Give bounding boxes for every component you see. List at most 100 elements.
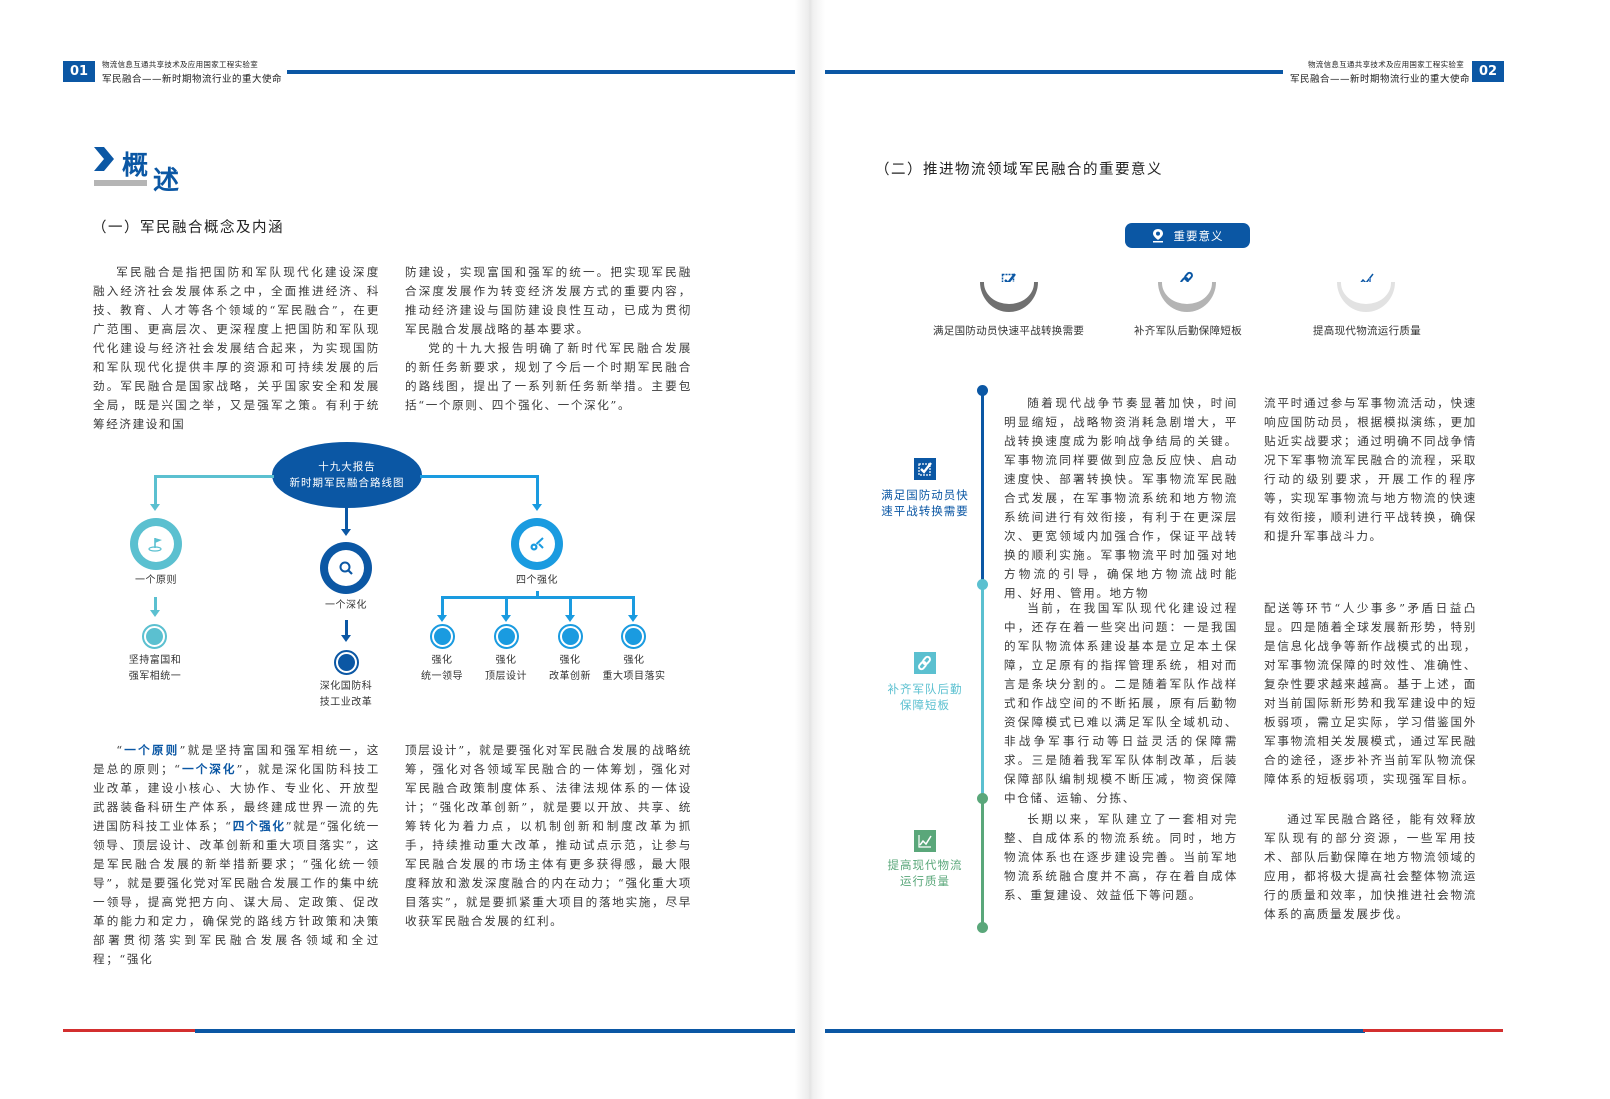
deepen-node	[320, 542, 372, 594]
detail-column-2: 顶层设计”，就是要强化对军民融合发展的战略统筹，强化对各领域军民融合的一体筹划，…	[405, 741, 692, 931]
strengthen-leaf-node	[494, 624, 519, 649]
significance-badge-label: 重要意义	[1173, 228, 1224, 243]
connector	[441, 596, 634, 599]
strengthen-leaf-label: 强化 顶层设计	[485, 655, 527, 682]
timeline-side-label: 提高现代物流 运行质量	[887, 858, 963, 888]
section-title-part2: 述	[153, 166, 180, 196]
header-title: 军民融合——新时期物流行业的重大使命	[102, 74, 283, 85]
strengthen-leaf-node	[621, 624, 646, 649]
strengthen-label: 四个强化	[516, 575, 558, 586]
connector	[536, 475, 539, 505]
page-number: 01	[63, 61, 95, 82]
timeline-text-col2: 通过军民融合路径，能有效释放军队现有的部分资源，一些军用技术、部队后勤保障在地方…	[1264, 812, 1477, 921]
intro-column-1: 军民融合是指把国防和军队现代化建设深度融入经济社会发展体系之中，全面推进经济、科…	[93, 263, 380, 434]
timeline-text-col2: 配送等环节“人少事多”矛盾日益凸显。四是随着全球发展新形势，特别是信息化战争等新…	[1264, 601, 1477, 786]
principle-leaf-node	[142, 624, 167, 649]
connector	[154, 475, 274, 478]
chevron-right-icon	[94, 147, 114, 171]
intro-paragraph: 党的十九大报告明确了新时代军民融合发展的新任务新要求，规划了今后一个时期军民融合…	[405, 341, 692, 412]
detail-paragraph: “一个原则”就是坚持富国和强军相统一，这是总的原则；“一个深化”，就是深化国防科…	[93, 743, 381, 966]
significance-label: 补齐军队后勤保障短板	[1134, 325, 1242, 337]
strengthen-leaf-label: 强化 重大项目落实	[602, 655, 666, 682]
strengthen-leaf-label: 强化 统一领导	[421, 655, 463, 682]
connector	[345, 620, 348, 636]
timeline-side-label: 满足国防动员快 速平战转换需要	[881, 488, 969, 518]
timeline-segment	[981, 390, 984, 584]
strengthen-leaf-node	[558, 624, 583, 649]
header-lab-name: 物流信息互通共享技术及应用国家工程实验室	[102, 60, 258, 69]
strengthen-leaf-node	[430, 624, 455, 649]
page-number: 02	[1472, 61, 1504, 82]
keyword-one-deepen: 一个深化	[181, 762, 237, 776]
significance-label: 提高现代物流运行质量	[1313, 325, 1421, 337]
principle-node	[130, 518, 182, 570]
arrow-down-icon	[150, 610, 160, 617]
section-title-part1: 概	[122, 151, 149, 181]
timeline-dot	[977, 922, 988, 933]
principle-label: 一个原则	[135, 575, 177, 586]
timeline-segment	[981, 798, 984, 928]
subsection-title: （一）军民融合概念及内涵	[92, 220, 284, 236]
strengthen-node	[511, 518, 563, 570]
timeline-dot	[977, 579, 988, 590]
search-icon	[339, 561, 353, 575]
arrow-down-icon	[565, 615, 575, 622]
root-node: 十九大报告 新时期军民融合路线图	[272, 442, 422, 508]
timeline-side-label: 补齐军队后勤 保障短板	[887, 682, 963, 712]
flag-icon	[148, 538, 162, 552]
subsection-title: （二）推进物流领域军民融合的重要意义	[875, 162, 1163, 178]
connector	[420, 475, 538, 478]
strengthen-leaf-label: 强化 改革创新	[549, 655, 591, 682]
intro-paragraph: 防建设，实现富国和强军的统一。把实现军民融合深度发展作为转变经济发展方式的重要内…	[405, 265, 692, 336]
connector	[345, 506, 348, 530]
connector	[569, 596, 572, 616]
intro-column-2: 防建设，实现富国和强军的统一。把实现军民融合深度发展作为转变经济发展方式的重要内…	[405, 263, 692, 415]
detail-paragraph: 顶层设计”，就是要强化对军民融合发展的战略统筹，强化对各领域军民融合的一体筹划，…	[405, 743, 692, 928]
detail-column-1: “一个原则”就是坚持富国和强军相统一，这是总的原则；“一个深化”，就是深化国防科…	[93, 741, 380, 969]
connector	[505, 596, 508, 616]
deepen-label: 一个深化	[325, 600, 367, 611]
footer-rule-red	[63, 1029, 198, 1032]
timeline-dot	[977, 385, 988, 396]
location-pin-icon	[1152, 229, 1163, 243]
intro-paragraph: 军民融合是指把国防和军队现代化建设深度融入经济社会发展体系之中，全面推进经济、科…	[93, 265, 380, 431]
connector	[632, 596, 635, 616]
significance-badge: 重要意义	[1125, 223, 1250, 248]
page-gutter	[795, 0, 825, 1099]
connector	[536, 591, 539, 598]
timeline-text-col2: 流平时通过参与军事物流活动，快速响应国防动员，根据模拟演练，更加贴近实战要求；通…	[1264, 396, 1477, 543]
header-rule	[805, 70, 1283, 74]
right-page: 物流信息互通共享技术及应用国家工程实验室 军民融合——新时期物流行业的重大使命 …	[805, 0, 1610, 1099]
timeline-text-col1: 当前，在我国军队现代化建设过程中，还存在着一些突出问题：一是我国的军队物流体系建…	[1004, 601, 1238, 805]
keyword-four-strengthen: 四个强化	[232, 819, 286, 833]
connector	[154, 475, 157, 505]
footer-rule-red	[1363, 1029, 1503, 1032]
arrow-down-icon	[501, 615, 511, 622]
footer-rule-blue	[805, 1029, 1365, 1033]
section-title-underline	[94, 180, 147, 186]
timeline-segment	[981, 584, 984, 798]
header-rule	[287, 70, 805, 74]
keyword-one-principle: 一个原则	[123, 743, 180, 757]
root-node-line2: 新时期军民融合路线图	[289, 477, 405, 489]
timeline-dot	[977, 793, 988, 804]
footer-rule-blue	[195, 1029, 805, 1033]
deepen-leaf-node	[334, 650, 359, 675]
left-page: 01 物流信息互通共享技术及应用国家工程实验室 军民融合——新时期物流行业的重大…	[63, 60, 805, 1033]
principle-leaf-label: 坚持富国和 强军相统一	[128, 655, 182, 682]
arrow-down-icon	[341, 529, 351, 536]
deepen-leaf-label: 深化国防科 技工业改革	[319, 681, 373, 708]
connector	[154, 597, 157, 611]
timeline-text-col1: 长期以来，军队建立了一套相对完整、自成体系的物流系统。同时，地方物流体系也在逐步…	[1004, 812, 1238, 902]
significance-label: 满足国防动员快速平战转换需要	[933, 325, 1085, 337]
arrow-down-icon	[150, 504, 160, 511]
arrow-down-icon	[628, 615, 638, 622]
chart-icon	[914, 830, 936, 852]
wrench-gear-icon	[530, 537, 544, 551]
connector	[441, 596, 444, 616]
timeline-text-col1: 随着现代战争节奏显著加快，时间明显缩短，战略物资消耗急剧增大，平战转换速度成为影…	[1004, 396, 1238, 600]
header-lab-name: 物流信息互通共享技术及应用国家工程实验室	[1308, 60, 1464, 69]
root-node-line1: 十九大报告	[318, 461, 376, 473]
link-icon	[914, 652, 936, 674]
header-title: 军民融合——新时期物流行业的重大使命	[1290, 74, 1471, 85]
